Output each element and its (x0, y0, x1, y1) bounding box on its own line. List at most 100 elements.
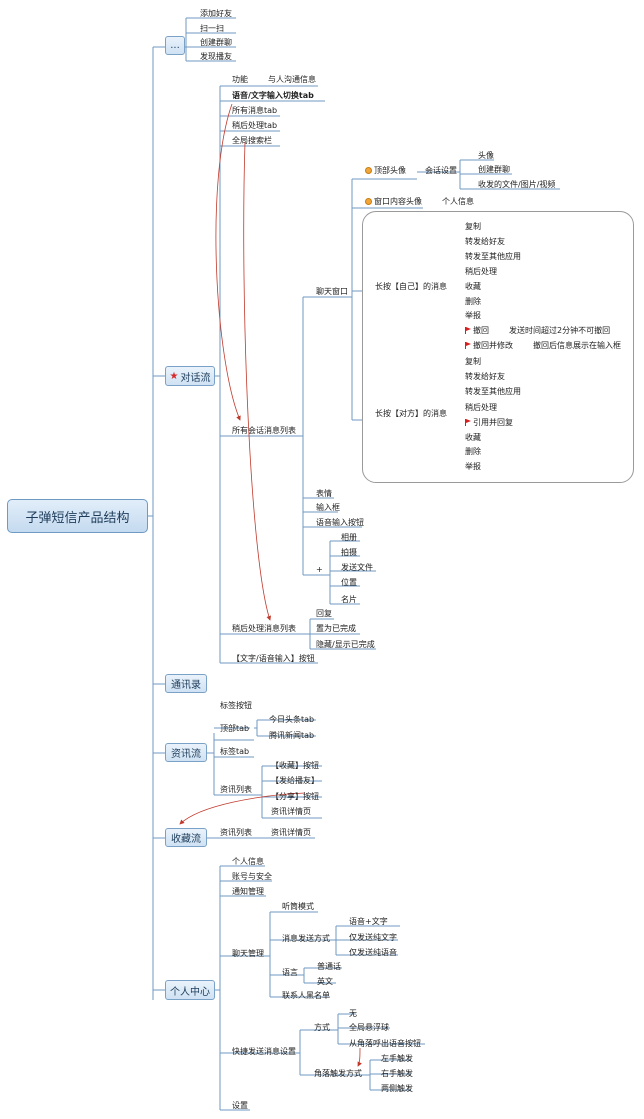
other-item: 转发至其他应用 (465, 387, 521, 396)
send-item: 语音+文字 (349, 917, 388, 926)
dialog-all-list: 所有会话消息列表 (232, 426, 296, 435)
dialog-chat-window: 聊天窗口 (316, 287, 348, 296)
dialog-later-list: 稍后处理消息列表 (232, 624, 296, 633)
lang-item: 英文 (317, 977, 333, 986)
personal-chat-mgmt: 聊天管理 (232, 949, 264, 958)
self-item-recall: 撤回 (465, 325, 489, 336)
method-item: 从角落呼出语音按钮 (349, 1039, 421, 1048)
info-list-item: 【分享】按钮 (271, 792, 319, 801)
self-item: 收藏 (465, 282, 481, 291)
personal-language: 语言 (282, 968, 298, 977)
info-list-item: 【发给播友】 (271, 776, 319, 785)
dialog-session-settings: 会话设置 (425, 166, 457, 175)
plus-item: 相册 (341, 533, 357, 542)
session-item: 收发的文件/图片/视频 (478, 180, 556, 189)
later-item: 回复 (316, 609, 332, 618)
dialog-later-tab: 稍后处理tab (232, 121, 278, 130)
method-item: 无 (349, 1009, 357, 1018)
branch-fav[interactable]: 收藏流 (165, 828, 207, 847)
info-tag-btn: 标签按钮 (220, 701, 252, 710)
plus-item: 名片 (341, 595, 357, 604)
send-item: 仅发送纯语音 (349, 948, 397, 957)
bullet-dot-icon (365, 198, 372, 205)
self-item: 复制 (465, 222, 481, 231)
dialog-all-msg-tab: 所有消息tab (232, 106, 278, 115)
branch-info[interactable]: 资讯流 (165, 743, 207, 762)
more-item: 发现播友 (200, 52, 232, 61)
dialog-top-avatar-label: 顶部头像 (374, 166, 406, 175)
other-item: 删除 (465, 447, 481, 456)
dialog-window-avatar: 窗口内容头像 (365, 196, 422, 207)
dialog-search-bar: 全局搜索栏 (232, 136, 272, 145)
bullet-dot-icon (365, 167, 372, 174)
corner-item: 两侧触发 (381, 1084, 413, 1093)
dialog-text-voice-btn: 【文字/语音输入】按钮 (232, 654, 315, 663)
dialog-personal-info: 个人信息 (442, 197, 474, 206)
personal-info: 个人信息 (232, 857, 264, 866)
more-item: 扫一扫 (200, 24, 224, 33)
branch-personal[interactable]: 个人中心 (165, 980, 215, 1000)
personal-notify: 通知管理 (232, 887, 264, 896)
more-item: 添加好友 (200, 9, 232, 18)
recall-note: 发送时间超过2分钟不可撤回 (509, 326, 611, 335)
personal-send-mode: 消息发送方式 (282, 934, 330, 943)
dialog-func: 功能 (232, 75, 248, 84)
lang-item: 普通话 (317, 962, 341, 971)
self-item-recall-label: 撤回 (473, 326, 489, 335)
red-flag-icon (465, 342, 471, 349)
other-item: 转发给好友 (465, 372, 505, 381)
star-icon: ★ (169, 370, 179, 382)
personal-quick-send: 快捷发送消息设置 (232, 1047, 296, 1056)
branch-contacts[interactable]: 通讯录 (165, 674, 207, 693)
other-item: 复制 (465, 357, 481, 366)
dialog-voice-btn: 语音输入按钮 (316, 518, 364, 527)
info-top-tab: 顶部tab (220, 724, 250, 733)
other-item-quote: 引用并回复 (465, 417, 513, 428)
info-tag-tab: 标签tab (220, 747, 250, 756)
corner-item: 右手触发 (381, 1069, 413, 1078)
session-item: 创建群聊 (478, 165, 510, 174)
personal-method: 方式 (314, 1023, 330, 1032)
other-item: 收藏 (465, 433, 481, 442)
fav-detail: 资讯详情页 (271, 828, 311, 837)
later-item: 置为已完成 (316, 624, 356, 633)
more-item: 创建群聊 (200, 38, 232, 47)
personal-blacklist: 联系人黑名单 (282, 991, 330, 1000)
dialog-func-desc: 与人沟通信息 (268, 75, 316, 84)
info-list: 资讯列表 (220, 785, 252, 794)
personal-corner: 角落触发方式 (314, 1069, 362, 1078)
fav-list: 资讯列表 (220, 828, 252, 837)
plus-item: 位置 (341, 578, 357, 587)
branch-dialog[interactable]: ★对话流 (165, 366, 215, 386)
self-item-recall-edit-label: 撤回并修改 (473, 341, 513, 350)
self-item: 转发至其他应用 (465, 252, 521, 261)
info-list-item: 资讯详情页 (271, 807, 311, 816)
dialog-window-avatar-label: 窗口内容头像 (374, 197, 422, 206)
dialog-emoji: 表情 (316, 489, 332, 498)
plus-item: 发送文件 (341, 563, 373, 572)
branch-more[interactable]: ... (165, 36, 185, 55)
dialog-long-self: 长按【自己】的消息 (375, 282, 447, 291)
personal-settings: 设置 (232, 1101, 248, 1110)
red-flag-icon (465, 327, 471, 334)
send-item: 仅发送纯文字 (349, 933, 397, 942)
self-item: 删除 (465, 297, 481, 306)
long-press-cloud (362, 211, 634, 483)
personal-listen-mode: 听筒模式 (282, 902, 314, 911)
dialog-voice-toggle: 语音/文字输入切换tab (232, 91, 314, 100)
red-flag-icon (465, 419, 471, 426)
corner-item: 左手触发 (381, 1054, 413, 1063)
branch-dialog-label: 对话流 (180, 372, 211, 384)
recall-edit-note: 撤回后信息展示在输入框 (533, 341, 621, 350)
dialog-top-avatar: 顶部头像 (365, 165, 406, 176)
dialog-input-box: 输入框 (316, 503, 340, 512)
top-tab-item: 今日头条tab (269, 715, 315, 724)
personal-account: 账号与安全 (232, 872, 272, 881)
self-item: 稍后处理 (465, 267, 497, 276)
root-node: 子弹短信产品结构 (7, 499, 148, 533)
plus-item: 拍摄 (341, 548, 357, 557)
dialog-plus: + (316, 565, 323, 574)
session-item: 头像 (478, 151, 494, 160)
